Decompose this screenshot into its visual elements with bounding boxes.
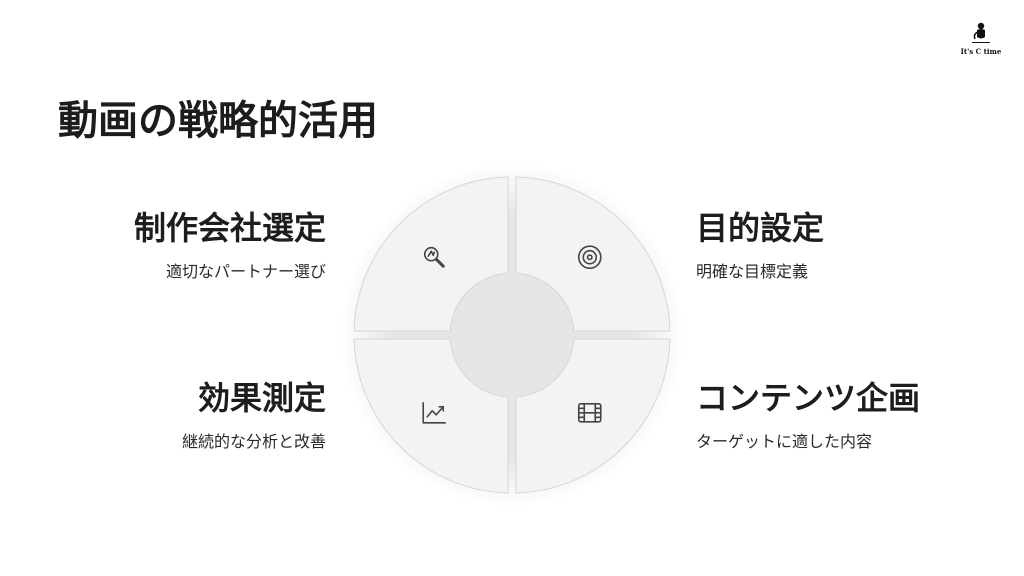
segment-content-planning (515, 338, 671, 494)
step-title: 制作会社選定 (133, 209, 326, 247)
step-subtitle: 継続的な分析と改善 (181, 432, 326, 451)
step-title: コンテンツ企画 (696, 379, 921, 417)
step-label-content-planning: コンテンツ企画 ターゲットに適した内容 (696, 378, 920, 452)
segment-objective (515, 176, 671, 332)
step-subtitle: 明確な目標定義 (696, 262, 809, 281)
trend-chart-icon (422, 401, 447, 424)
brand-logo: It's C time (958, 20, 1004, 60)
step-label-vendor-selection: 制作会社選定 適切なパートナー選び (134, 208, 326, 282)
step-title: 目的設定 (696, 209, 825, 247)
step-subtitle: 適切なパートナー選び (165, 262, 326, 281)
brand-mascot-icon (972, 22, 990, 43)
brand-logo-text: It's C time (960, 47, 1002, 56)
cycle-diagram (340, 163, 684, 507)
page-title: 動画の戦略的活用 (58, 98, 378, 144)
step-label-measurement: 効果測定 継続的な分析と改善 (182, 378, 326, 452)
segment-measurement (353, 338, 509, 494)
search-icon (423, 246, 445, 268)
step-subtitle: ターゲットに適した内容 (696, 432, 873, 451)
segment-vendor-selection (353, 176, 509, 332)
target-icon (577, 245, 602, 270)
step-label-objective: 目的設定 明確な目標定義 (696, 208, 824, 282)
film-icon (577, 402, 602, 423)
step-title: 効果測定 (197, 379, 326, 417)
